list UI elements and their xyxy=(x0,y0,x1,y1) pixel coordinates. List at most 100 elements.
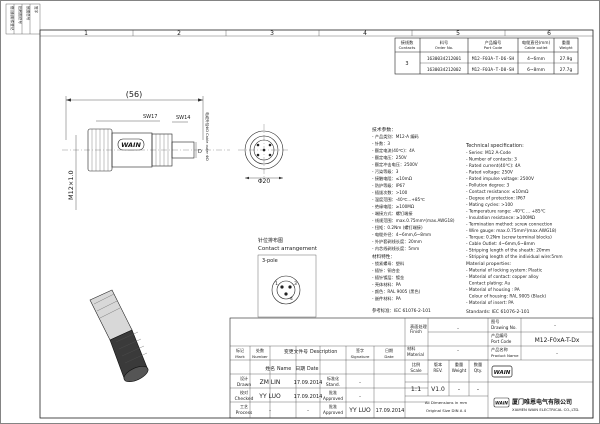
rev-header-cn: 签字 xyxy=(356,347,364,353)
spec-cn-line: - 污染等级：3 xyxy=(372,168,399,175)
product-name-label-en: Product Name xyxy=(491,353,519,358)
name-header-en: Name xyxy=(277,366,291,372)
spec-en-line: - Stripping length of the individual wir… xyxy=(466,254,563,260)
order-header-en: Order No. xyxy=(435,45,453,50)
order-contacts-value: 3 xyxy=(405,61,408,67)
date-header-en: Date xyxy=(307,366,319,372)
spec-en-material: - Material of housing : PA xyxy=(466,287,520,293)
approval-role-en: Process xyxy=(236,410,253,416)
column-grid-top: 1 2 3 4 5 6 xyxy=(40,30,593,37)
material-label-cn: 材料 xyxy=(407,345,416,352)
spec-cn-standard: 参考标准：IEC 61076-2-101 xyxy=(372,307,431,314)
spec-en-material: Contact plating: Au xyxy=(466,281,510,287)
material-value: - xyxy=(457,348,459,354)
spec-en-line: - Rated current(40℃): 4A xyxy=(466,163,521,169)
approval-date: 17.09.2014 xyxy=(294,394,323,400)
contact-arrangement: 针位排布图 Contact arrangement 3-pole 1 3 4 xyxy=(257,237,318,318)
company-name-en: XIAMEN WAIN ELECTRICAL CO.,LTD. xyxy=(512,407,580,412)
order-weight-cell: 27.9g xyxy=(560,56,573,62)
approval-role-cn: 工艺 xyxy=(240,404,248,409)
title-block: 表面处理 Finish - 材料 Material - 图号 Drawing N… xyxy=(229,317,594,419)
order-cable-cell: 6~8mm xyxy=(527,67,545,73)
company-logo xyxy=(491,365,513,378)
brand-logo-plate xyxy=(117,138,145,151)
spec-en-material: - Material of insert: PA xyxy=(466,300,514,306)
spec-en-line: - Cable Outlet: 4~6mm,6~8mm xyxy=(466,241,535,247)
order-code-cell: M12-F03A-T-D8-SH xyxy=(472,67,515,73)
pole-label: 3-pole xyxy=(262,258,278,264)
scale-value: 1:1 xyxy=(411,385,421,393)
finish-label-cn: 表面处理 xyxy=(410,323,428,330)
finish-value: - xyxy=(457,326,459,332)
spec-en-line: - Rated impulse voltage: 2500V xyxy=(466,176,534,182)
approval-role-en: Checked xyxy=(235,396,254,402)
port-code-label-cn: 产品编号 xyxy=(491,332,508,339)
grid-col-label: 5 xyxy=(456,30,460,37)
spec-english: Technical specification: - Series: M12 A… xyxy=(465,143,563,315)
contact-title-en: Contact arrangement xyxy=(258,246,318,252)
connector-product-illustration xyxy=(89,289,149,383)
spec-en-line: - Rated voltage: 250V xyxy=(466,170,513,176)
order-header-cn: 电缆直径(mm) xyxy=(522,39,551,46)
spec-en-material: - Material of locking system: Plastic xyxy=(466,268,543,274)
rev-header-cn: 标记 xyxy=(236,347,244,353)
order-header-en: Port Code xyxy=(484,45,503,50)
spec-en-line: - Contact resistance: ≤10mΩ xyxy=(466,189,529,195)
product-name-label-cn: 产品名称 xyxy=(491,346,508,353)
grid-col-label: 4 xyxy=(363,30,367,37)
dim-face-diameter: Φ20 xyxy=(258,178,271,185)
spec-en-material: Colour of housing: RAL 9005 (Black) xyxy=(466,294,546,300)
finish-label-en: Finish xyxy=(410,329,422,334)
rev-header-en: Signature xyxy=(351,354,370,359)
margin-tab-label: 底图总号 xyxy=(26,6,31,21)
order-header-en: Cable outlet xyxy=(524,45,548,50)
port-code-value: M12-F0xA-T-Dx xyxy=(535,337,580,344)
pin-label: 4 xyxy=(290,296,293,302)
margin-tab-label: 旧底图总号 xyxy=(18,6,23,24)
order-cable-cell: 4~6mm xyxy=(527,56,545,62)
spec-cn-line: - 防护等级：IP67 xyxy=(372,182,405,189)
drawing-no-label-cn: 图号 xyxy=(491,319,499,325)
approval-final-date: 17.09.2014 xyxy=(376,408,405,414)
order-number-cell: 1630034212001 xyxy=(427,56,462,62)
company-logo-small xyxy=(493,397,510,408)
spec-cn-material: - 插针镀层：镀金 xyxy=(372,274,405,281)
qty-label-en: Qty. xyxy=(474,368,482,373)
grid-col-label: 3 xyxy=(270,30,274,37)
order-header-cn: 接线数 xyxy=(401,39,414,46)
name-header: 姓名 xyxy=(265,365,275,372)
order-header-cn: 产品编号 xyxy=(485,39,502,46)
spec-en-line: - Pollution degree: 3 xyxy=(466,183,510,189)
grid-col-label: 1 xyxy=(84,30,88,37)
company-logo-text: WAIN xyxy=(494,370,511,376)
spec-cn-line: - 产品类别：M12-A 编码 xyxy=(372,133,419,140)
order-header-cn: 重量 xyxy=(562,39,570,46)
spec-en-line: - Insulation resistance: ≥100MΩ xyxy=(466,215,536,221)
contact-title-cn: 针位排布图 xyxy=(258,237,283,244)
dim-sw17: SW17 xyxy=(143,114,157,120)
spec-cn-line: - 扭矩：0.2Nm (螺钉端接) xyxy=(372,224,423,231)
order-header-en: Contacts xyxy=(399,45,416,50)
spec-en-title: Technical specification: xyxy=(465,143,524,149)
spec-cn-material: - 嵌件材料：PA xyxy=(372,295,401,302)
dim-overall-length: (56) xyxy=(126,90,142,99)
spec-cn-line: - 插拔次数：>100 xyxy=(372,189,408,196)
approval-date: 17.09.2014 xyxy=(294,380,323,386)
approval-role-cn: 批准 xyxy=(329,403,337,409)
date-header: 日期 xyxy=(295,366,305,372)
order-weight-cell: 27.7g xyxy=(560,67,573,73)
approval-role-cn: 校对 xyxy=(240,389,248,395)
brand-logo-text: WAIN xyxy=(121,141,141,149)
approval-role-cn: 设计 xyxy=(240,375,248,381)
approval-date: - xyxy=(307,408,309,414)
spec-cn-line: - 额定电流(40℃)：4A xyxy=(372,147,415,154)
revision-value: V1.0 xyxy=(431,386,445,393)
margin-tab-label: 签字 xyxy=(34,6,39,14)
product-name-value: - xyxy=(556,351,558,357)
spec-en-line: - Wire gauge: max.0.75mm²(max.AWG18) xyxy=(466,228,557,234)
size-note: Original Size DIN A 4 xyxy=(426,408,467,413)
dim-cable-d: D xyxy=(198,149,202,155)
approval-role-en: Stand. xyxy=(326,382,340,388)
revision-label-cn: 版本 xyxy=(434,361,443,368)
